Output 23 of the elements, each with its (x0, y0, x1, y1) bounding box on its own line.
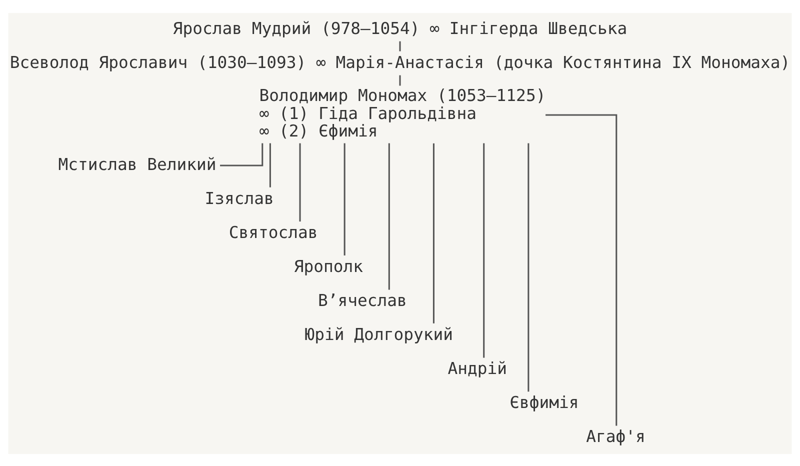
node-text: Андрій (448, 358, 508, 378)
node-text: Всеволод Ярославич (1030–1093) ∞ Марія-Анастасія (дочка Костянтина IX Мономаха) (10, 52, 790, 72)
connector (399, 74, 401, 86)
connector (483, 142, 485, 358)
connector (432, 142, 434, 323)
node-text: Агаф'я (586, 426, 646, 446)
node-text: Ярополк (294, 256, 364, 276)
connector (299, 142, 301, 222)
connector (220, 142, 264, 166)
node-text: Святослав (228, 222, 318, 242)
node-text: Євфимія (510, 392, 579, 412)
node-text: Мстислав Великий (58, 154, 216, 174)
connector (269, 142, 271, 187)
connector (344, 142, 346, 255)
connector (528, 142, 530, 392)
node-text: Юрій Долгорукий (304, 324, 453, 344)
node-text: В’ячеслав (318, 290, 407, 310)
node-text: Ярослав Мудрий (978–1054) ∞ Інгігерда Шведська (172, 18, 628, 38)
node-text: Володимир Мономах (1053–1125) ∞ (1) Гіда Гарольдівна ∞ (2) Єфимія (259, 86, 546, 140)
connector (399, 40, 401, 51)
connector (388, 142, 390, 290)
connector (546, 114, 618, 426)
node-text: Ізяслав (204, 188, 274, 208)
